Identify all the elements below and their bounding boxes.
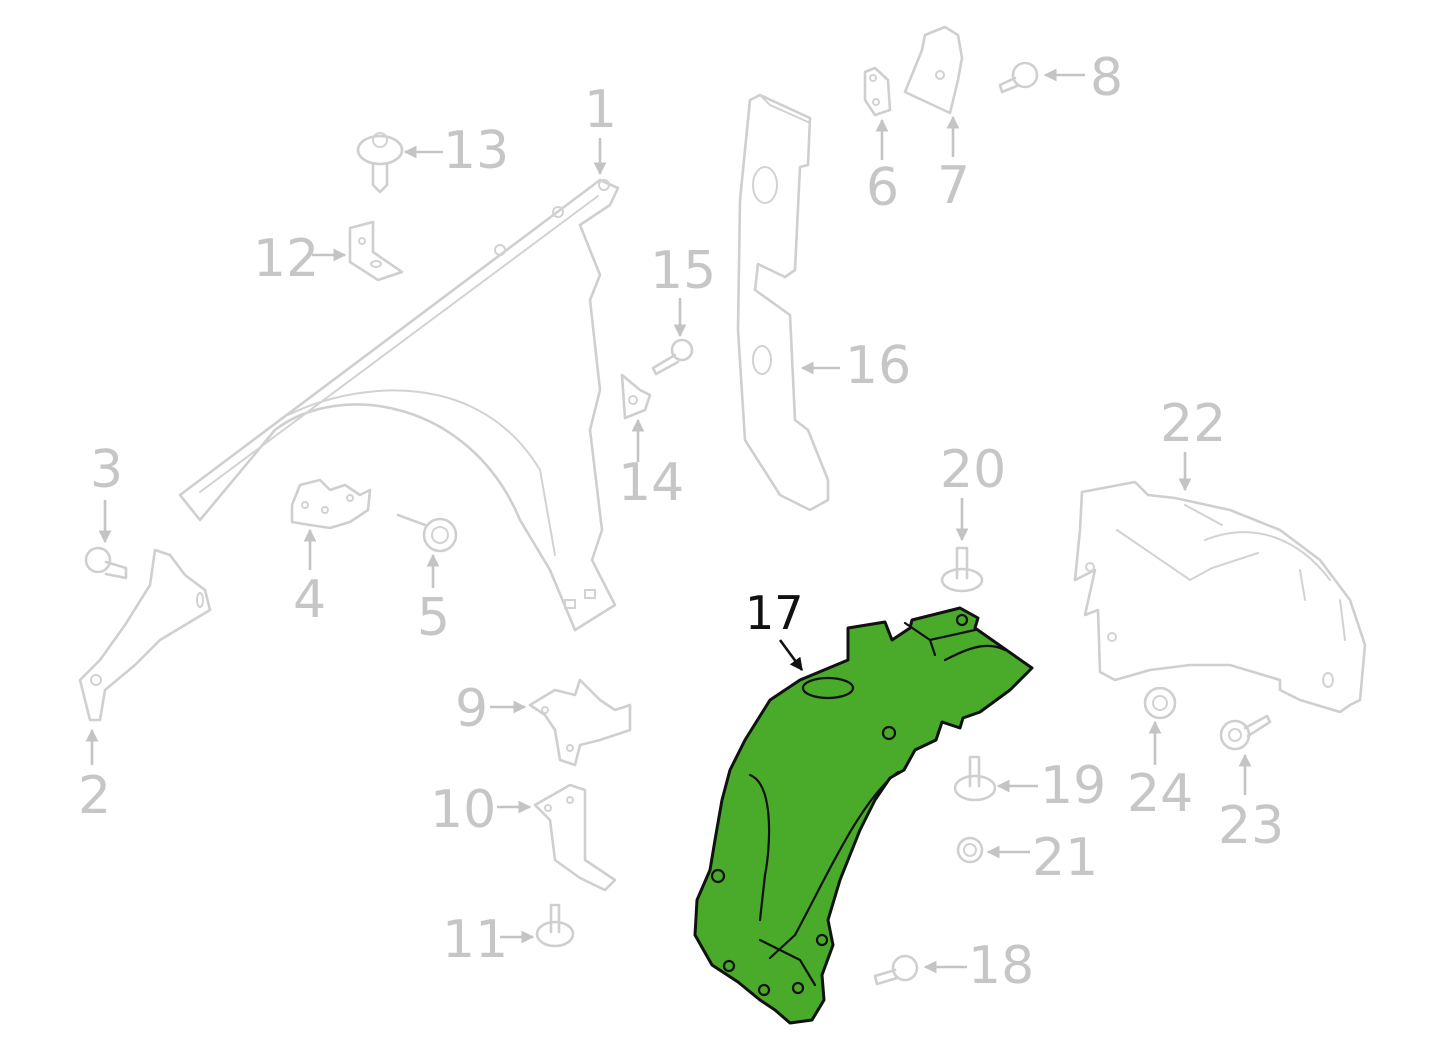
part-15-bolt[interactable]	[651, 338, 694, 376]
part-12-bracket[interactable]	[348, 220, 404, 282]
callout-14[interactable]: 14	[618, 453, 685, 513]
callout-3[interactable]: 3	[90, 440, 124, 500]
part-20-stud[interactable]	[940, 546, 984, 593]
part-19-stud[interactable]	[953, 755, 997, 802]
callout-20[interactable]: 20	[940, 440, 1007, 500]
part-23-screw[interactable]	[1219, 714, 1272, 751]
part-18-pin[interactable]	[873, 954, 919, 986]
part-24-nut[interactable]	[1143, 686, 1177, 720]
callout-18[interactable]: 18	[968, 936, 1035, 996]
callout-21[interactable]: 21	[1032, 828, 1099, 888]
callout-5[interactable]: 5	[417, 588, 451, 648]
callout-10[interactable]: 10	[430, 780, 497, 840]
part-7-plate[interactable]	[903, 25, 964, 115]
callout-17[interactable]: 17	[745, 586, 804, 640]
part-22-liner[interactable]	[1073, 480, 1367, 714]
callout-16[interactable]: 16	[845, 336, 912, 396]
part-1-fender[interactable]	[178, 178, 620, 632]
callout-7[interactable]: 7	[937, 156, 971, 216]
callout-19[interactable]: 19	[1040, 756, 1107, 816]
callout-15[interactable]: 15	[650, 241, 717, 301]
part-5-screw[interactable]	[396, 513, 458, 553]
callout-8[interactable]: 8	[1090, 48, 1124, 108]
callout-12[interactable]: 12	[253, 229, 320, 289]
part-6-bracket[interactable]	[863, 66, 892, 117]
callout-24[interactable]: 24	[1127, 764, 1194, 824]
callout-2[interactable]: 2	[78, 766, 112, 826]
part-10-bracket[interactable]	[533, 783, 617, 892]
callout-1[interactable]: 1	[584, 80, 618, 140]
part-21-nut[interactable]	[956, 836, 984, 864]
callout-11[interactable]: 11	[442, 910, 509, 970]
callout-23[interactable]: 23	[1218, 796, 1285, 856]
part-13-grommet[interactable]	[356, 132, 404, 194]
part-11-stud[interactable]	[535, 903, 575, 948]
part-8-pin[interactable]	[998, 61, 1039, 94]
part-9-bracket[interactable]	[528, 678, 632, 767]
part-14-clip[interactable]	[620, 373, 652, 420]
part-2-bracket[interactable]	[78, 548, 212, 722]
part-3-clip[interactable]	[84, 546, 128, 580]
callout-4[interactable]: 4	[293, 570, 327, 630]
callout-22[interactable]: 22	[1160, 394, 1227, 454]
part-16-seal[interactable]	[736, 93, 830, 512]
part-17-splash-shield[interactable]	[693, 606, 1034, 1025]
callout-9[interactable]: 9	[455, 679, 489, 739]
callout-13[interactable]: 13	[443, 121, 510, 181]
callout-6[interactable]: 6	[866, 158, 900, 218]
leader-lines	[85, 68, 1252, 974]
part-4-bracket[interactable]	[290, 478, 372, 530]
